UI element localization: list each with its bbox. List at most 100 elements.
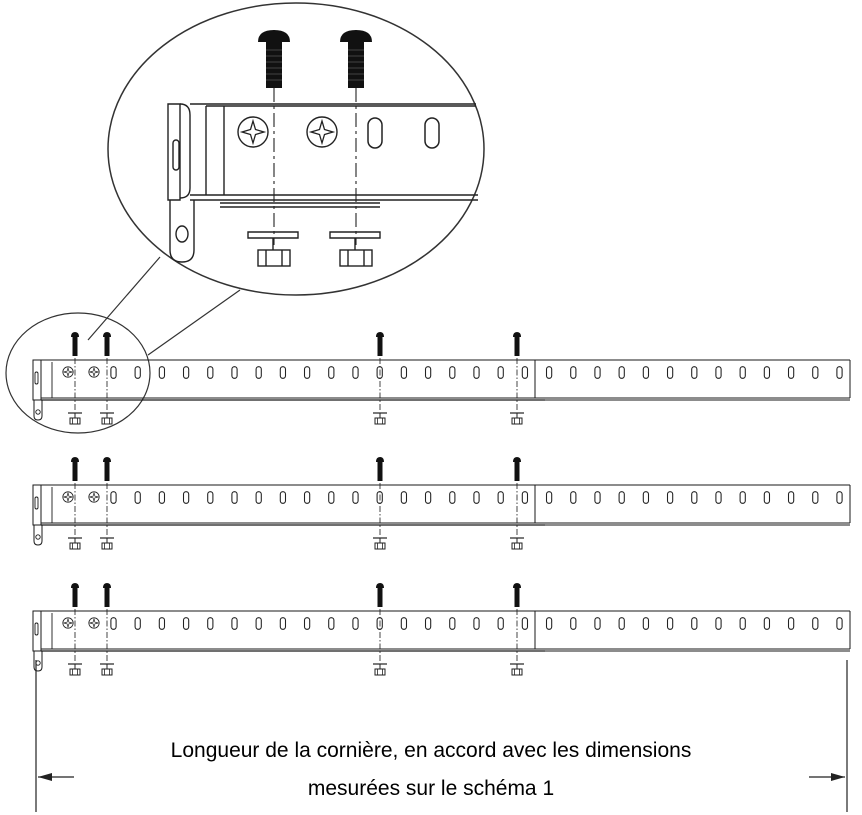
slot-icon	[231, 491, 238, 504]
length-dimension	[35, 660, 848, 812]
slot-icon	[570, 366, 577, 379]
bracket-hole	[35, 409, 41, 415]
slot-icon	[812, 617, 819, 630]
magnifier-pointer-line	[87, 256, 161, 341]
slot-icon	[134, 617, 141, 630]
slot-icon	[618, 491, 625, 504]
slot-icon	[836, 366, 843, 379]
slot-icon	[449, 617, 456, 630]
rail-end-bracket	[32, 484, 42, 526]
screw-icon	[71, 332, 79, 356]
bracket-hole	[35, 534, 41, 540]
slot-icon	[231, 617, 238, 630]
slot-icon	[545, 366, 553, 379]
mounting-hole-icon	[88, 366, 100, 378]
slot-icon	[207, 617, 214, 630]
screw-icon	[376, 457, 384, 481]
slot-icon	[739, 366, 746, 379]
mounting-hole-icon	[62, 617, 74, 629]
nut-icon	[373, 537, 387, 550]
mounting-hole-icon	[62, 491, 74, 503]
slot-icon	[367, 117, 383, 149]
bracket-tab	[33, 525, 43, 546]
screw-icon	[513, 332, 521, 356]
slot-icon	[303, 617, 311, 630]
bracket-slot	[34, 496, 39, 510]
slot-icon	[231, 366, 238, 379]
slot-icon	[473, 366, 480, 379]
slot-icon	[328, 366, 335, 379]
slot-icon	[110, 491, 117, 504]
slot-icon	[424, 491, 432, 504]
slot-icon	[763, 491, 771, 504]
slot-icon	[255, 491, 262, 504]
slot-icon	[666, 617, 674, 630]
nut-icon	[373, 412, 387, 425]
nut-icon	[68, 663, 82, 676]
slot-icon	[473, 617, 480, 630]
slot-icon	[110, 617, 117, 630]
slot-icon	[691, 491, 698, 504]
slot-icon	[594, 617, 601, 630]
mounting-hole-icon	[88, 491, 100, 503]
slot-icon	[303, 491, 311, 504]
screw-icon	[258, 30, 290, 88]
slot-icon	[352, 617, 359, 630]
nut-icon	[100, 537, 114, 550]
slot-icon	[715, 491, 722, 504]
screw-icon	[376, 583, 384, 607]
slot-icon	[763, 617, 771, 630]
slot-icon	[352, 491, 359, 504]
slot-icon	[400, 366, 408, 379]
slot-icon	[666, 366, 674, 379]
rail-end-bracket	[32, 610, 42, 652]
slot-icon	[110, 366, 117, 379]
nut-icon	[329, 231, 381, 267]
slot-icon	[158, 617, 166, 630]
slot-icon	[787, 617, 795, 630]
detail-callout-circle	[5, 312, 151, 434]
slot-icon	[424, 617, 432, 630]
slot-icon	[691, 366, 698, 379]
slot-icon	[618, 366, 625, 379]
slot-icon	[521, 617, 529, 630]
slot-icon	[303, 366, 311, 379]
rail-end-bracket	[32, 359, 42, 401]
slot-icon	[787, 491, 795, 504]
nut-icon	[247, 231, 299, 267]
slot-icon	[521, 491, 529, 504]
slot-icon	[594, 366, 601, 379]
length-caption-line-2: mesurées sur le schéma 1	[307, 777, 555, 800]
mounting-hole-icon	[62, 366, 74, 378]
slot-icon	[812, 491, 819, 504]
slot-icon	[594, 491, 601, 504]
slot-icon	[182, 617, 190, 630]
slot-icon	[642, 491, 650, 504]
slot-icon	[691, 617, 698, 630]
slot-icon	[134, 366, 141, 379]
mounting-hole-icon	[306, 116, 338, 148]
screw-icon	[103, 583, 111, 607]
nut-icon	[100, 412, 114, 425]
slot-icon	[545, 617, 553, 630]
slot-icon	[424, 117, 440, 149]
nut-icon	[510, 412, 524, 425]
slot-icon	[521, 366, 529, 379]
screw-icon	[340, 30, 372, 88]
slot-icon	[570, 617, 577, 630]
slot-icon	[400, 491, 408, 504]
slot-icon	[134, 491, 141, 504]
slot-icon	[570, 491, 577, 504]
slot-icon	[279, 491, 287, 504]
slot-icon	[352, 366, 359, 379]
slot-icon	[812, 366, 819, 379]
slot-icon	[763, 366, 771, 379]
slot-icon	[836, 617, 843, 630]
screw-icon	[513, 457, 521, 481]
slot-icon	[836, 491, 843, 504]
slot-icon	[158, 366, 166, 379]
slot-icon	[787, 366, 795, 379]
slot-icon	[255, 366, 262, 379]
slot-icon	[158, 491, 166, 504]
dimension-arrow-icon	[38, 773, 74, 781]
